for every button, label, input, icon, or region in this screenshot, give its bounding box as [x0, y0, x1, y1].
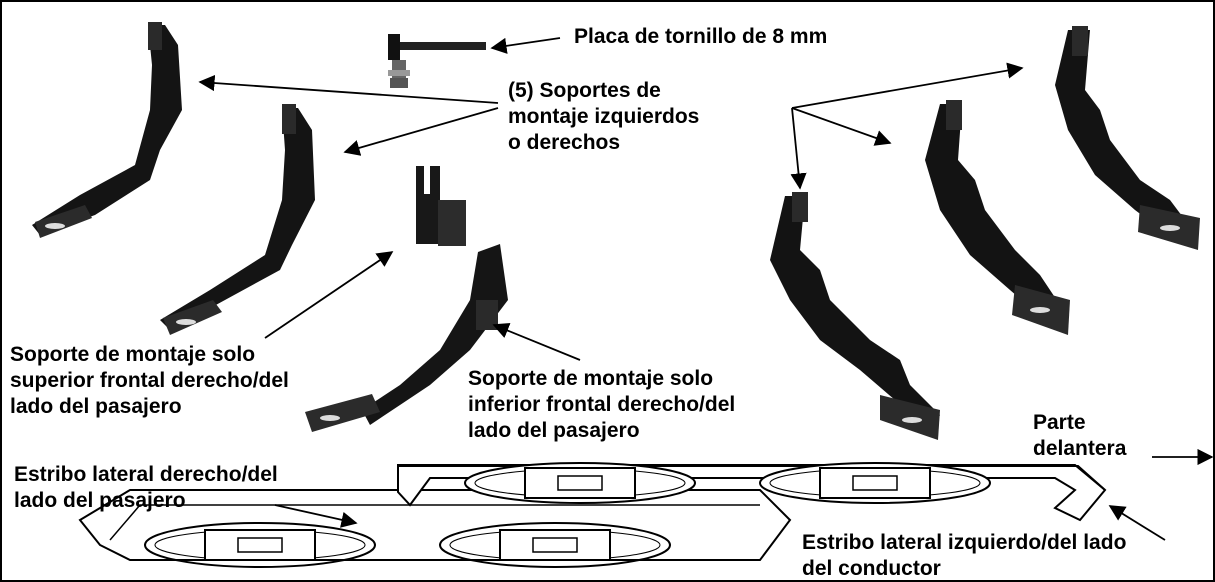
mounting-bracket-left-1 [32, 22, 182, 238]
arrow-bracket-right-c [791, 62, 1024, 109]
mounting-bracket-right-a [770, 192, 940, 440]
label-front: Parte delantera [1033, 411, 1127, 460]
label-bolt-plate: Placa de tornillo de 8 mm [574, 25, 828, 48]
mounting-bracket-right-c [1055, 26, 1200, 250]
mounting-bracket-left-2 [160, 104, 315, 335]
label-left-running-board: Estribo lateral izquierdo/del lado del c… [802, 531, 1127, 580]
mounting-bracket-right-b [925, 100, 1070, 335]
arrow-bracket-left-1 [198, 74, 499, 104]
arrow-left-board [1108, 505, 1166, 541]
lower-front-bracket-part [305, 244, 508, 432]
running-board-left [397, 462, 1107, 522]
upper-front-bracket-part [416, 166, 466, 246]
label-mounting-brackets: (5) Soportes de montaje izquierdos o der… [508, 79, 700, 154]
arrow-bracket-left-2 [343, 107, 499, 156]
arrow-bracket-right-b [791, 107, 892, 146]
bolt-plate-part [388, 34, 486, 88]
arrow-upper-front-bracket [264, 251, 394, 339]
label-lower-front-bracket: Soporte de montaje solo inferior frontal… [468, 367, 736, 442]
arrow-bracket-right-a [790, 107, 807, 190]
arrow-bolt-plate [490, 37, 561, 54]
arrow-lower-front-bracket [492, 322, 581, 361]
running-board-right [78, 489, 792, 568]
label-upper-front-bracket: Soporte de montaje solo superior frontal… [10, 343, 289, 418]
label-right-running-board: Estribo lateral derecho/del lado del pas… [14, 463, 278, 512]
arrow-right-board [274, 504, 358, 528]
